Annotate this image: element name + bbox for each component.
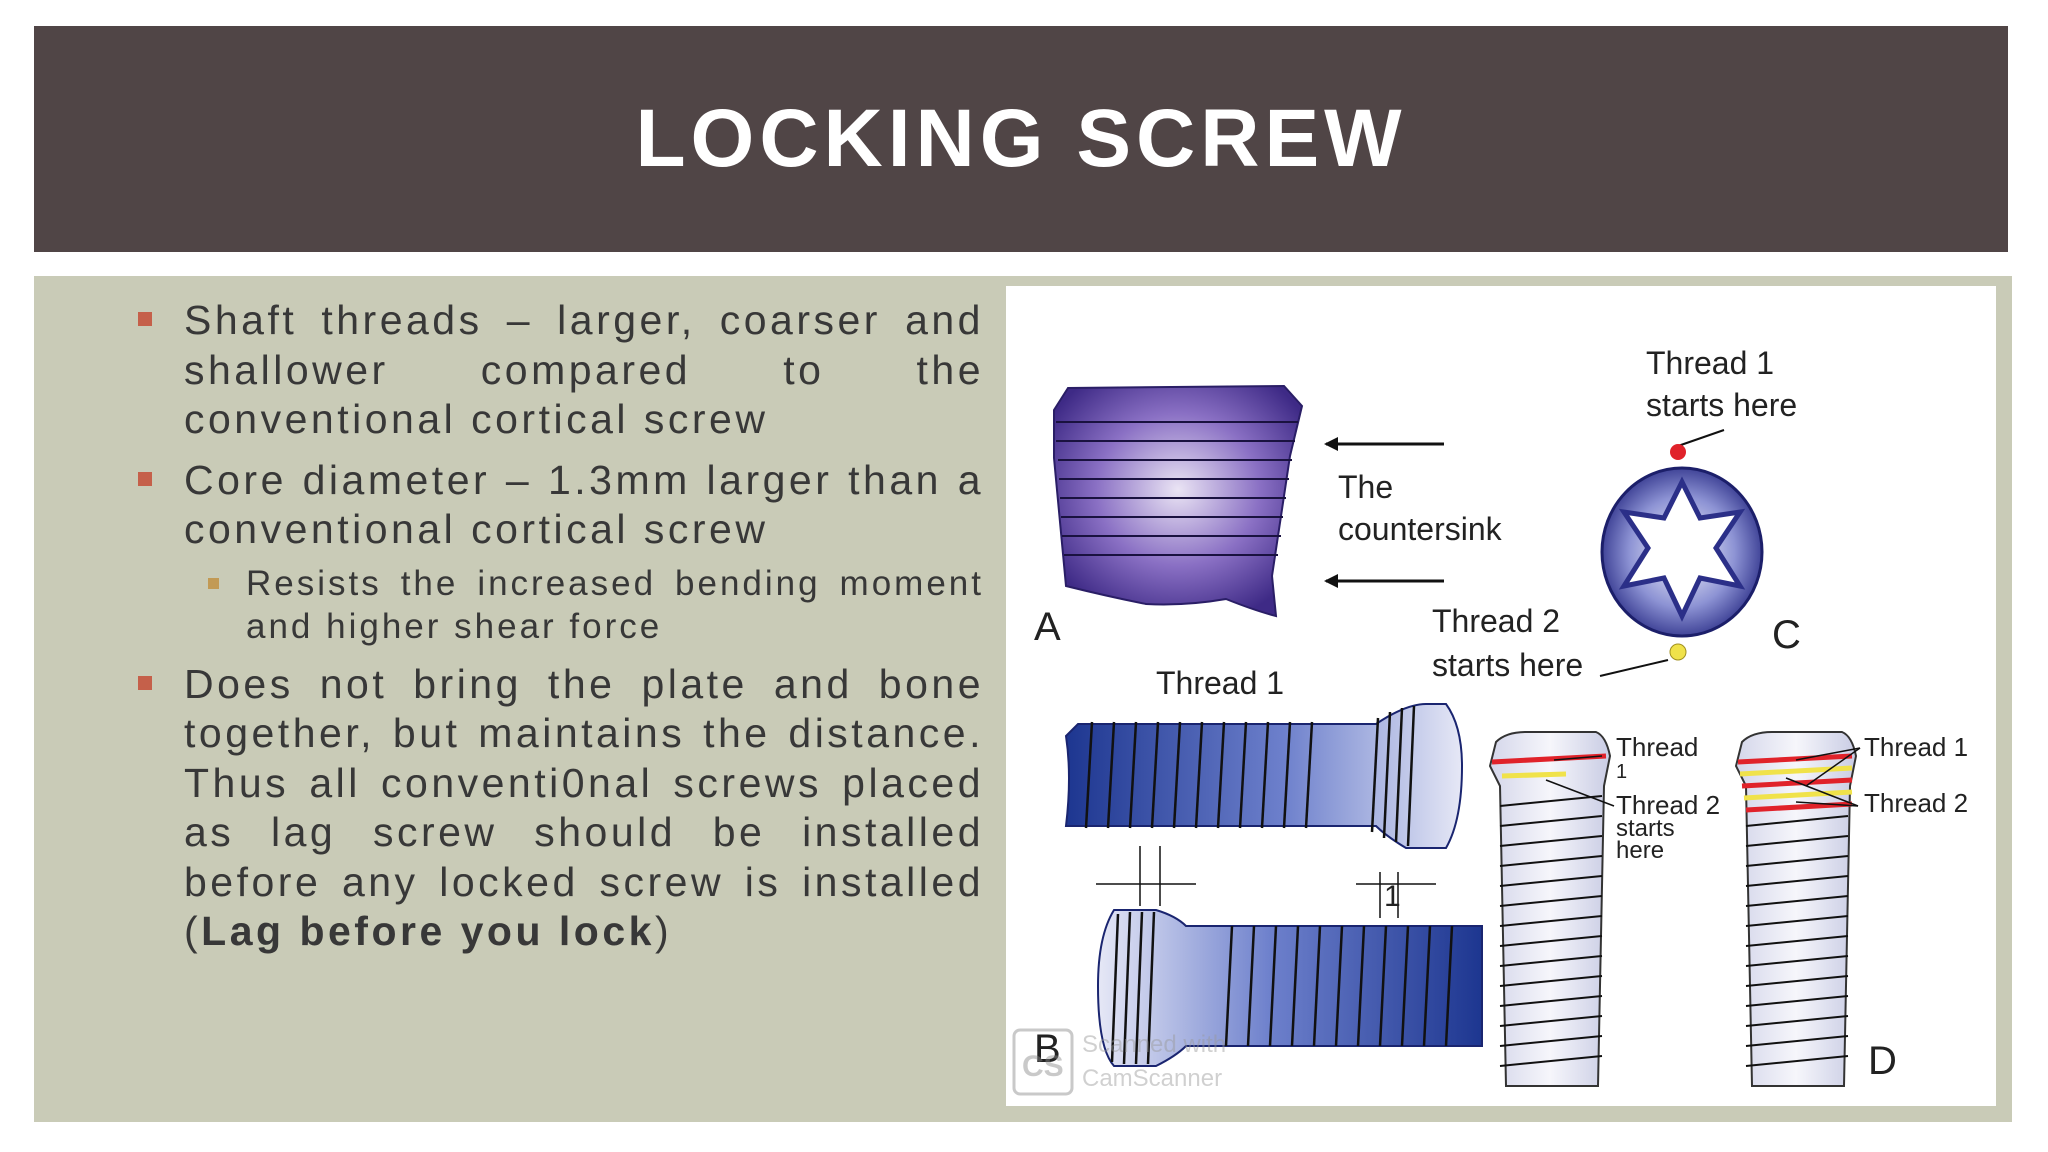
bullet-item: Shaft threads – larger, coarser and shal… bbox=[130, 296, 984, 445]
sub-bullet-marker bbox=[208, 577, 219, 589]
d1-thread2-label-line2: starts bbox=[1616, 815, 1675, 842]
d1-thread1-label-line2: 1 bbox=[1616, 761, 1627, 783]
camscanner-logo-icon bbox=[1012, 1028, 1074, 1096]
sub-bullet-item: Resists the increased bending moment and… bbox=[208, 562, 984, 648]
d2-thread1-label: Thread 1 bbox=[1864, 732, 1968, 762]
countersink-label-line1: The bbox=[1338, 469, 1393, 505]
screw-diagram-figure: The countersink A Thread 1 Thread 1 star… bbox=[1006, 286, 1996, 1106]
panel-a-letter: A bbox=[1034, 605, 1061, 649]
camscanner-watermark: CS Scanned with CamScanner bbox=[1012, 1028, 1226, 1096]
panel-b-letter: B bbox=[1034, 1027, 1061, 1071]
d1-thread2-label-line3: here bbox=[1616, 837, 1664, 864]
panel-d-single-lead-screw: Thread 1 Thread 2 starts here bbox=[1488, 731, 1720, 1087]
d2-thread2-label: Thread 2 bbox=[1864, 788, 1968, 818]
countersink-label-line2: countersink bbox=[1338, 511, 1503, 547]
thread1-c-label-line2: starts here bbox=[1646, 387, 1797, 423]
panel-a-screw-head: The countersink A Thread 1 bbox=[1034, 384, 1503, 701]
camscanner-logo-text: CS bbox=[1022, 1050, 1064, 1083]
d1-thread1-label-line1: Thread bbox=[1616, 732, 1698, 762]
thread1-a-label: Thread 1 bbox=[1156, 665, 1284, 701]
panel-b-screw-profiles: 1 B bbox=[1034, 703, 1483, 1071]
watermark-line1: Scanned with bbox=[1082, 1031, 1226, 1058]
sub-bullet-text: Resists the increased bending moment and… bbox=[246, 563, 984, 646]
slide-title: LOCKING SCREW bbox=[635, 93, 1407, 184]
watermark-line2: CamScanner bbox=[1082, 1065, 1222, 1092]
bullet-marker bbox=[138, 675, 152, 690]
thread2-c-label-line1: Thread 2 bbox=[1432, 603, 1560, 639]
bullet-text-end: ) bbox=[654, 908, 673, 954]
panel-d-dual-lead-screw: Thread 1 Thread 2 D bbox=[1734, 731, 1968, 1087]
bullet-item: Does not bring the plate and bone togeth… bbox=[130, 660, 984, 957]
panel-c-letter: C bbox=[1772, 613, 1801, 657]
bullet-list: Shaft threads – larger, coarser and shal… bbox=[130, 296, 984, 968]
bullet-item: Core diameter – 1.3mm larger than a conv… bbox=[130, 456, 984, 555]
bullet-text: Does not bring the plate and bone togeth… bbox=[184, 660, 984, 955]
bullet-text: Shaft threads – larger, coarser and shal… bbox=[184, 297, 984, 442]
panel-c-screw-top-view: Thread 1 starts here Thread 2 starts her… bbox=[1432, 345, 1801, 683]
title-bar: LOCKING SCREW bbox=[34, 26, 2008, 252]
d1-thread2-label-line1: Thread 2 bbox=[1616, 790, 1720, 820]
bullet-marker bbox=[138, 312, 152, 326]
dimension-label: 1 bbox=[1384, 880, 1401, 913]
thread2-c-label-line2: starts here bbox=[1432, 647, 1583, 683]
thread1-c-label-line1: Thread 1 bbox=[1646, 345, 1774, 381]
bullet-emphasis: Lag before you lock bbox=[201, 908, 655, 954]
bullet-text: Core diameter – 1.3mm larger than a conv… bbox=[184, 456, 984, 553]
bullet-marker bbox=[138, 471, 152, 486]
screw-diagram: The countersink A Thread 1 Thread 1 star… bbox=[1012, 345, 1968, 1096]
panel-d-letter: D bbox=[1868, 1039, 1897, 1083]
